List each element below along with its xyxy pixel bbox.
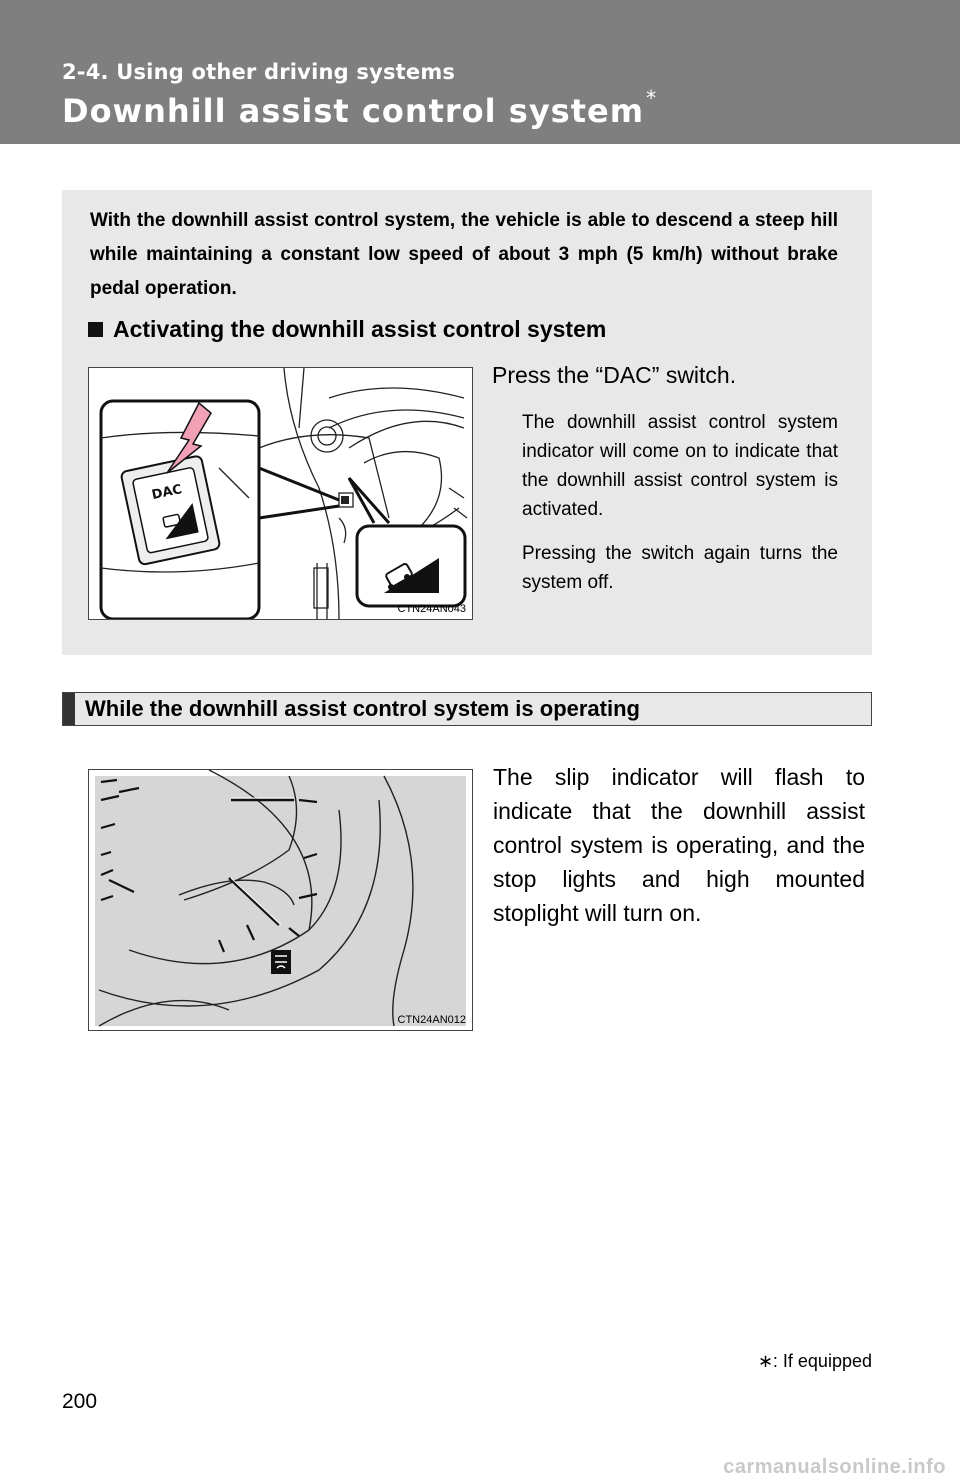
page-header: 2-4. Using other driving systems Downhil… (0, 0, 960, 144)
operating-heading-bar: While the downhill assist control system… (62, 692, 872, 726)
page-number: 200 (62, 1390, 98, 1413)
meter-illustration (95, 770, 466, 1027)
operating-heading: While the downhill assist control system… (85, 696, 640, 721)
figure-code: CTN24AN043 (397, 603, 466, 615)
indicator-note: The downhill assist control system indic… (522, 412, 838, 520)
square-bullet-icon (88, 322, 103, 337)
dac-switch-figure: DAC CTN24AN043 (88, 367, 473, 620)
dashboard-illustration: DAC (99, 368, 468, 619)
intro-text: With the downhill assist control system,… (90, 210, 838, 299)
figure-code: CTN24AN012 (397, 1014, 466, 1026)
intro-box: With the downhill assist control system,… (62, 190, 872, 655)
meter-figure: CTN24AN012 (88, 769, 473, 1031)
dac-indicator-icon (384, 558, 439, 593)
switch-off-note: Pressing the switch again turns the syst… (522, 543, 838, 593)
press-arrow-icon (166, 401, 212, 474)
activating-heading-text: Activating the downhill assist control s… (113, 316, 607, 342)
slip-indicator-icon (271, 950, 291, 974)
equipped-mark: * (646, 86, 658, 110)
page-title-text: Downhill assist control system (62, 92, 645, 130)
section-label: 2-4. Using other driving systems (62, 60, 456, 84)
heading-bar-marker (63, 693, 75, 725)
watermark: carmanualsonline.info (723, 1456, 946, 1478)
footnote: ∗: If equipped (757, 1351, 872, 1371)
page-title: Downhill assist control system* (62, 86, 657, 130)
switch-label: DAC (151, 482, 184, 503)
activating-heading: Activating the downhill assist control s… (88, 316, 606, 343)
step-text: Press the “DAC” switch. (492, 362, 737, 388)
operating-text: The slip indicator will flash to indicat… (493, 764, 865, 926)
